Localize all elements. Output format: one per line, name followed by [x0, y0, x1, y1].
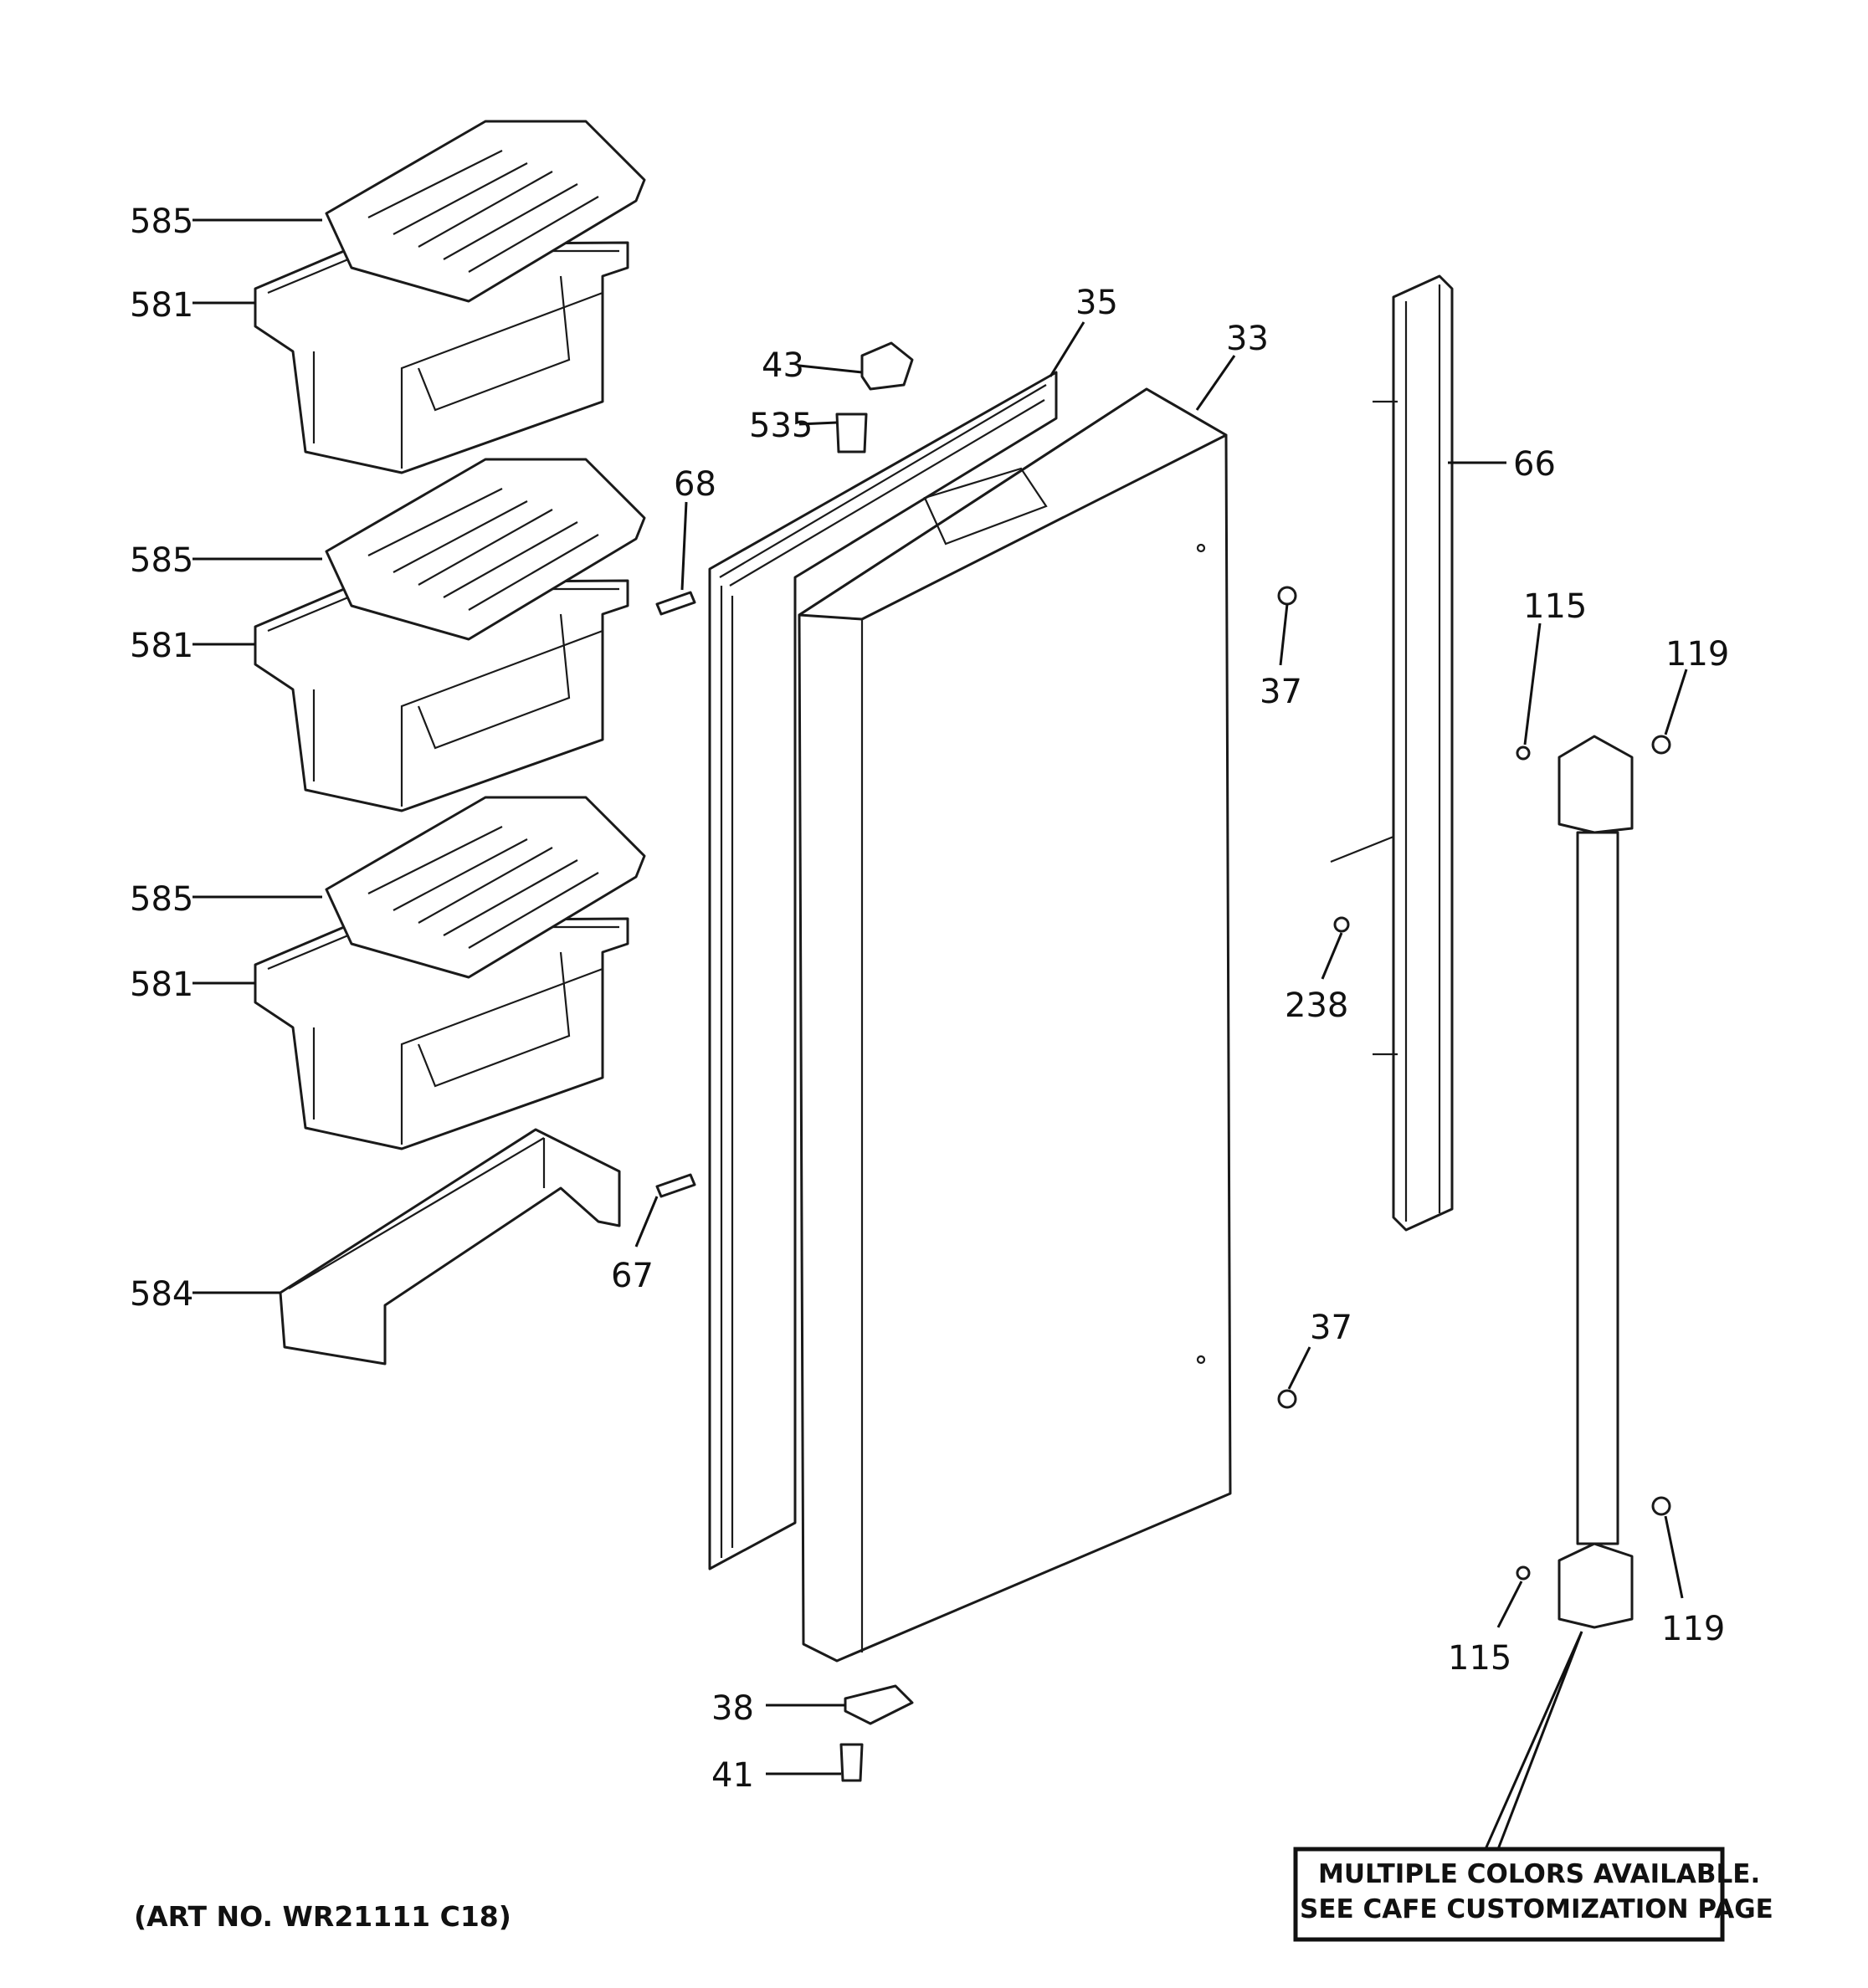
- shelf-cover-3: [325, 796, 646, 979]
- callout-37: 37: [1260, 673, 1302, 711]
- door-stop-top: [655, 591, 696, 616]
- door-stop-bottom: [655, 1173, 696, 1198]
- callout-119: 119: [1665, 635, 1729, 674]
- callout-581: 581: [130, 286, 193, 325]
- callout-581: 581: [130, 627, 193, 665]
- callout-115: 115: [1523, 587, 1587, 626]
- callout-115: 115: [1448, 1639, 1511, 1678]
- screw-115-bottom: [1516, 1565, 1531, 1581]
- bottom-hinge: [844, 1684, 914, 1725]
- hinge-bushing: [835, 412, 868, 453]
- callout-535: 535: [749, 407, 813, 445]
- callout-67: 67: [611, 1257, 654, 1295]
- color-note-box: MULTIPLE COLORS AVAILABLE. SEE CAFE CUST…: [1293, 1847, 1773, 1942]
- callout-43: 43: [762, 346, 804, 385]
- callout-238: 238: [1285, 986, 1348, 1025]
- callout-585: 585: [130, 202, 193, 241]
- callout-66: 66: [1513, 445, 1556, 484]
- callout-585: 585: [130, 880, 193, 919]
- shelf-cover-2: [325, 458, 646, 641]
- art-number: (ART NO. WR21111 C18): [134, 1900, 511, 1933]
- screw-119-top: [1651, 735, 1671, 755]
- door-bin-3: [254, 917, 629, 1150]
- note-line-1: MULTIPLE COLORS AVAILABLE.: [1318, 1859, 1760, 1889]
- screw-119-bottom: [1651, 1496, 1671, 1516]
- small-door-bin: [279, 1128, 621, 1365]
- callout-119: 119: [1661, 1610, 1725, 1648]
- door-trim: [1330, 274, 1454, 1232]
- callout-33: 33: [1226, 320, 1269, 358]
- callout-585: 585: [130, 541, 193, 580]
- callout-38: 38: [711, 1689, 754, 1728]
- screw-37-top: [1277, 586, 1297, 606]
- screw-115-top: [1516, 746, 1531, 761]
- door-panel: [798, 387, 1232, 1663]
- callout-68: 68: [674, 465, 716, 504]
- callout-584: 584: [130, 1275, 193, 1314]
- shelf-cover-1: [325, 120, 646, 303]
- callout-41: 41: [711, 1756, 754, 1795]
- door-gasket: [708, 371, 1058, 1570]
- screw-37-bottom: [1277, 1389, 1297, 1409]
- door-handle: [1558, 735, 1634, 1629]
- hinge-cap: [860, 341, 914, 391]
- callout-35: 35: [1075, 284, 1118, 322]
- screw-238: [1333, 916, 1350, 933]
- callout-37: 37: [1310, 1309, 1352, 1347]
- callout-581: 581: [130, 966, 193, 1004]
- note-line-2: SEE CAFE CUSTOMIZATION PAGE: [1300, 1894, 1773, 1924]
- hinge-pin: [839, 1743, 864, 1782]
- door-bin-1: [254, 241, 629, 474]
